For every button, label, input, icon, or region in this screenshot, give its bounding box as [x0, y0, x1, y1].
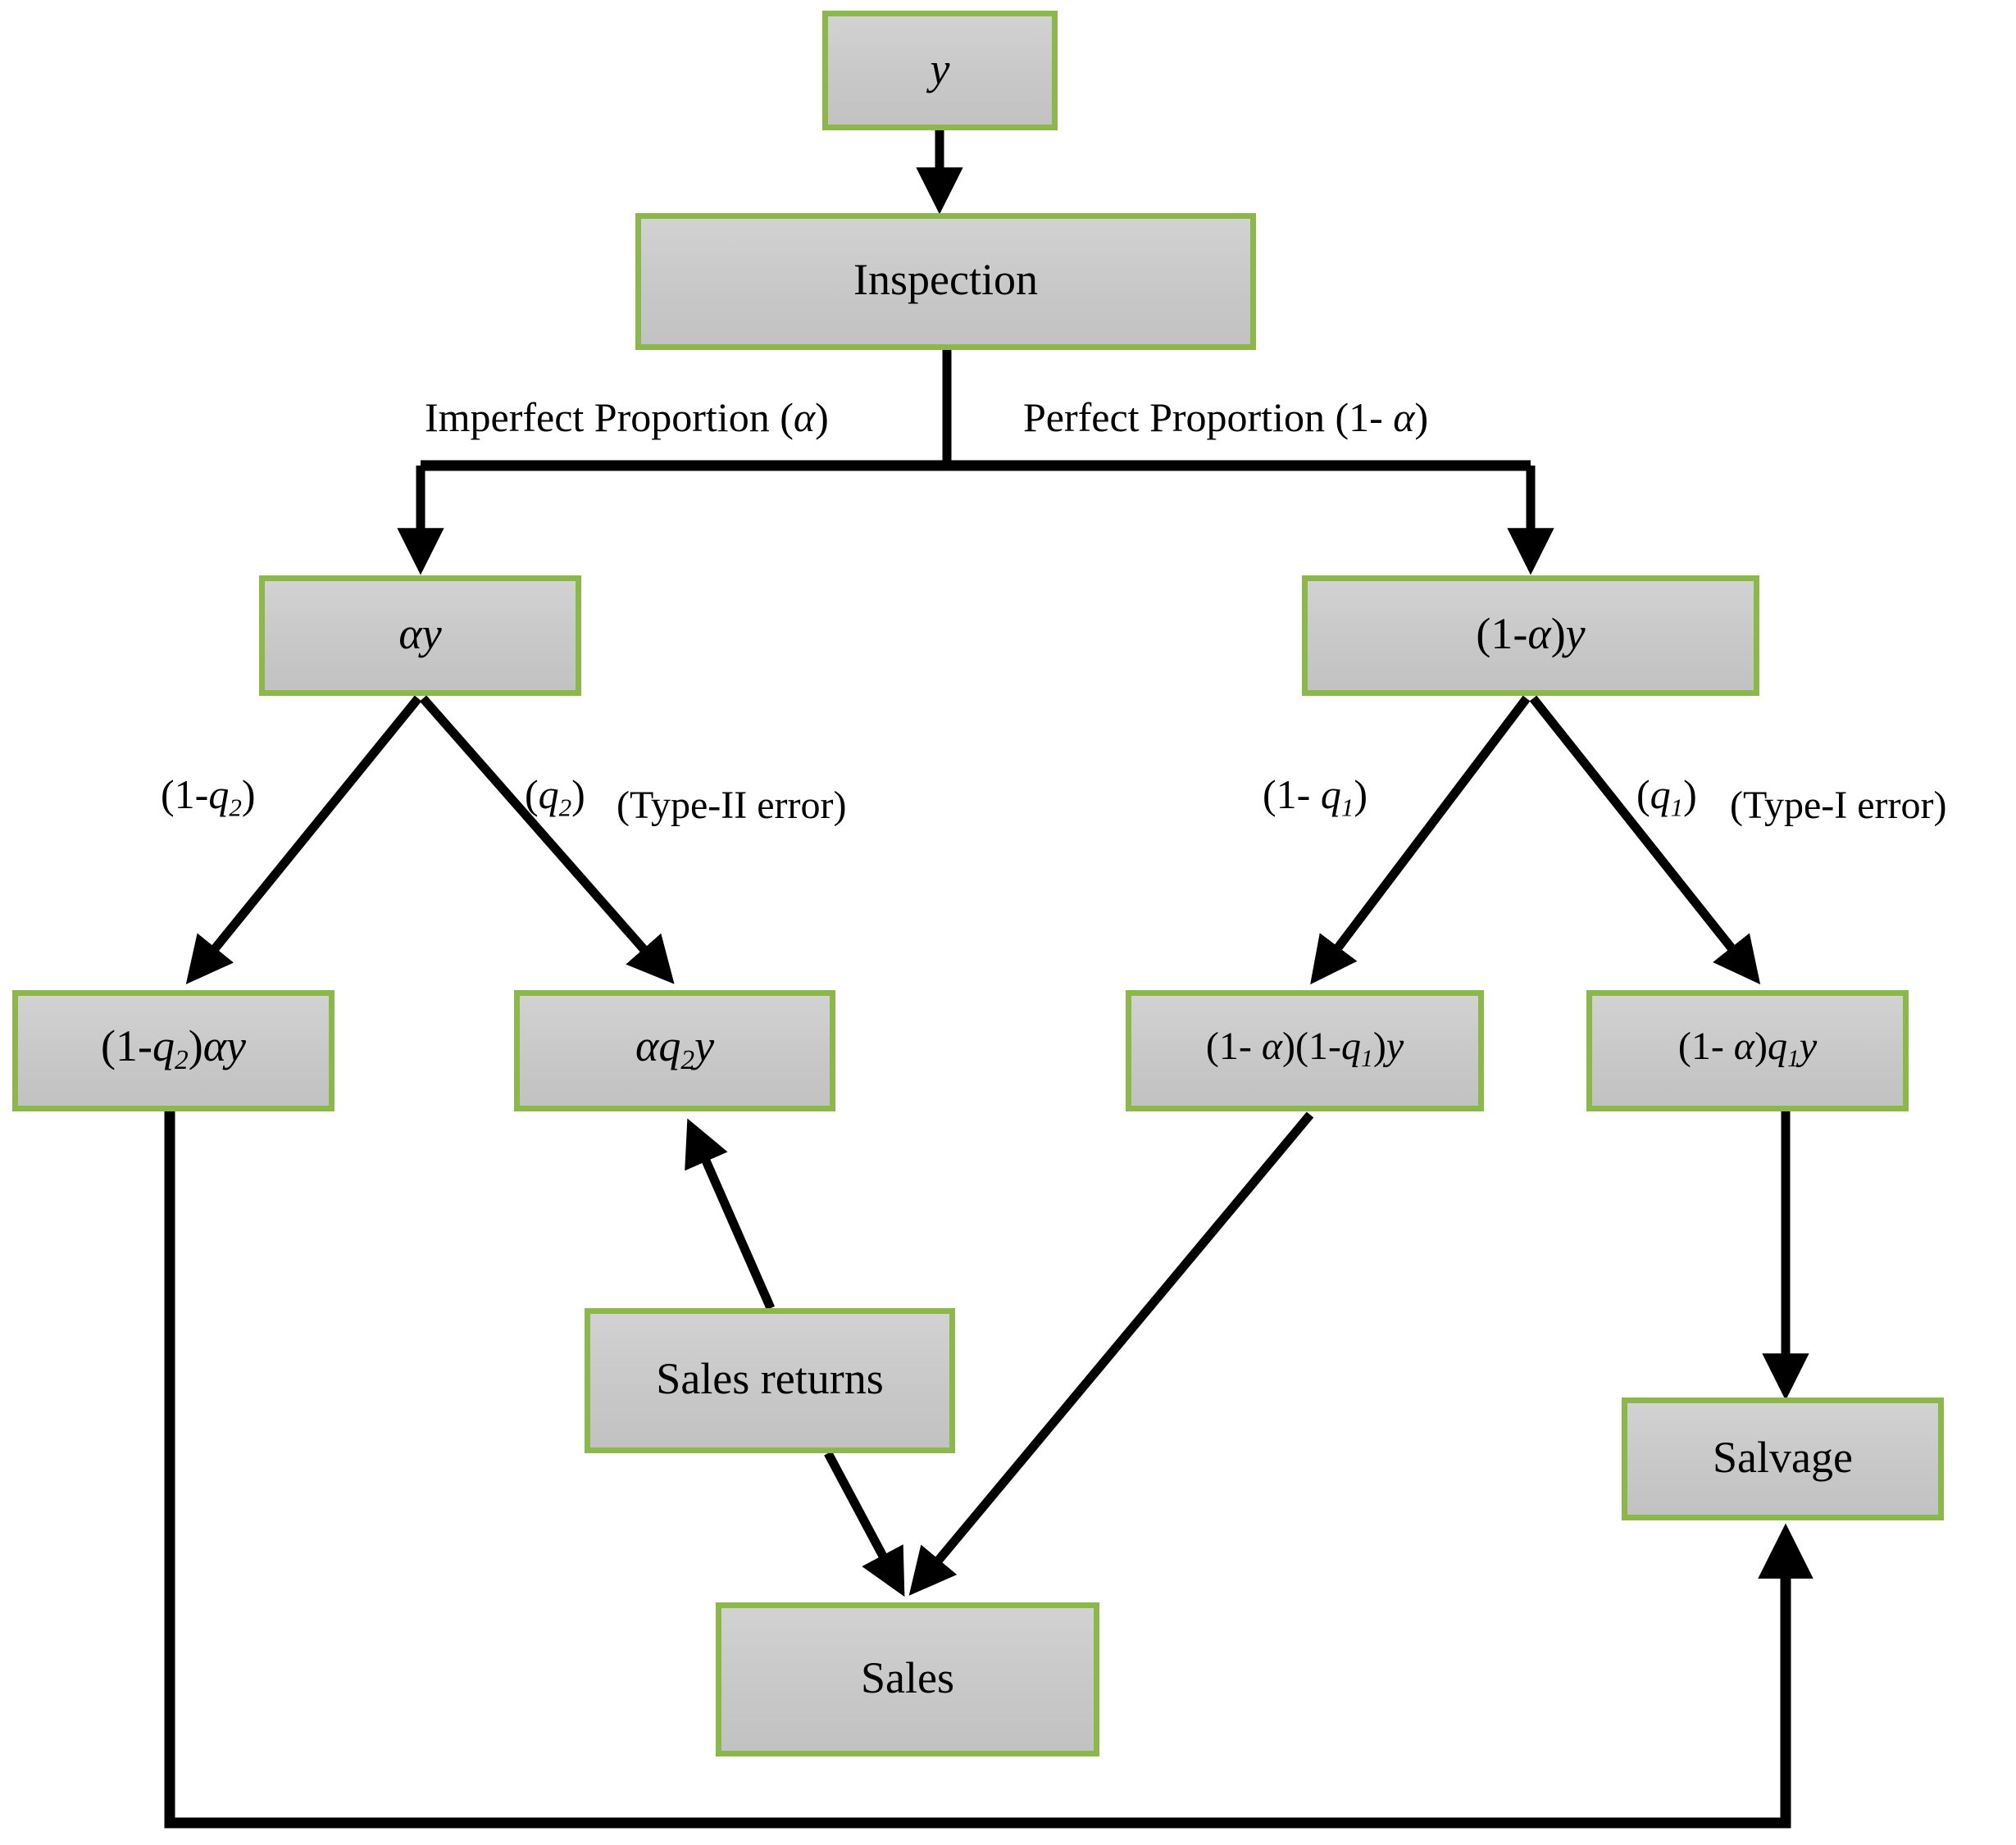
edge-label-one-minus-q2: (1-q2)	[161, 771, 256, 822]
node-sales-label: Sales	[861, 1652, 954, 1702]
edge-1a1q1y-to-sales	[908, 1111, 1314, 1596]
edge-label-type-ii-error: (Type-II error)	[617, 784, 847, 827]
node-salvage[interactable]: Salvage	[1622, 1397, 1944, 1520]
edge-label-imperfect-proportion: Imperfect Proportion (α)	[425, 394, 829, 440]
node-one-minus-alpha-q1-y[interactable]: (1- α)q1y	[1586, 990, 1909, 1111]
edge-sales-returns-to-aq2y	[685, 1118, 776, 1311]
edge-alpha-y-to-aq2y	[419, 695, 675, 984]
node-inspection-label: Inspection	[853, 255, 1038, 305]
edge-one-alpha-y-to-1a1q1y	[1310, 695, 1531, 985]
edge-sales-returns-to-sales	[824, 1451, 905, 1597]
edge-label-perfect-proportion: Perfect Proportion (1- α)	[1023, 394, 1429, 440]
edge-1q2ay-to-salvage	[164, 1111, 1813, 1829]
node-one-minus-alpha-one-minus-q1-y[interactable]: (1- α)(1-q1)y	[1126, 990, 1484, 1111]
node-y-label: y	[930, 43, 950, 93]
edge-one-alpha-y-to-1aq1y	[1529, 695, 1761, 984]
edge-label-type-i-error: (Type-I error)	[1730, 784, 1947, 827]
edge-inspection-split-bus	[421, 350, 1531, 471]
node-sales-returns-label: Sales returns	[656, 1354, 884, 1404]
node-inspection[interactable]: Inspection	[635, 213, 1256, 350]
node-one-minus-q2-alpha-y-label: (1-q2)αy	[101, 1021, 246, 1076]
node-alpha-y[interactable]: αy	[259, 575, 581, 696]
node-one-minus-alpha-q1-y-label: (1- α)q1y	[1677, 1025, 1818, 1073]
node-one-minus-alpha-one-minus-q1-y-label: (1- α)(1-q1)y	[1205, 1025, 1404, 1073]
node-sales[interactable]: Sales	[716, 1602, 1099, 1756]
edge-label-q1: (q1)	[1636, 771, 1697, 822]
node-salvage-label: Salvage	[1713, 1432, 1853, 1482]
node-one-minus-q2-alpha-y[interactable]: (1-q2)αy	[12, 990, 334, 1111]
node-alpha-q2-y-label: αq2y	[635, 1021, 715, 1076]
node-one-minus-alpha-y[interactable]: (1-α)y	[1302, 575, 1759, 696]
node-sales-returns[interactable]: Sales returns	[585, 1308, 955, 1453]
edge-label-one-minus-q1: (1- q1)	[1263, 771, 1368, 822]
node-alpha-y-label: αy	[398, 609, 442, 659]
edge-label-q2: (q2)	[525, 771, 585, 822]
node-y[interactable]: y	[822, 11, 1058, 130]
node-alpha-q2-y[interactable]: αq2y	[514, 990, 835, 1111]
edge-alpha-y-to-1q2ay	[185, 695, 422, 984]
node-one-minus-alpha-y-label: (1-α)y	[1476, 609, 1586, 659]
